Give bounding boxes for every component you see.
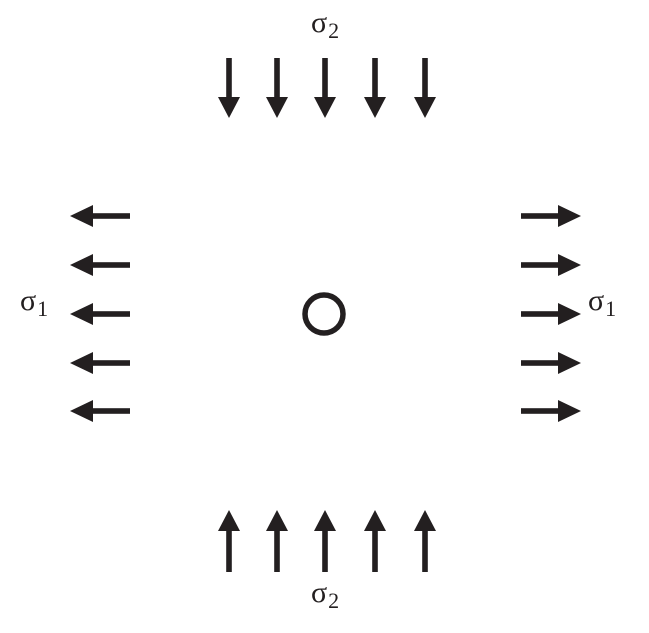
subscript: 2 xyxy=(328,18,340,43)
label-sigma1-right: σ1 xyxy=(588,284,616,320)
arrow-down-top xyxy=(266,58,288,118)
arrow-left xyxy=(70,205,130,227)
label-sigma1-left: σ1 xyxy=(20,284,48,320)
arrow-left xyxy=(70,254,130,276)
arrow-down-top xyxy=(218,58,240,118)
arrow-left xyxy=(70,303,130,325)
subscript: 1 xyxy=(605,296,617,321)
sigma-symbol: σ xyxy=(311,576,328,609)
arrow-right xyxy=(521,400,581,422)
hole-circle xyxy=(302,292,346,336)
arrow-right xyxy=(521,303,581,325)
sigma-symbol: σ xyxy=(588,284,605,317)
arrow-left xyxy=(70,352,130,374)
label-sigma2-top: σ2 xyxy=(311,6,339,42)
arrow-left xyxy=(70,400,130,422)
sigma-symbol: σ xyxy=(20,284,37,317)
arrow-up-bottom xyxy=(314,510,336,572)
arrow-down-top xyxy=(314,58,336,118)
arrow-right xyxy=(521,205,581,227)
arrow-down-top xyxy=(364,58,386,118)
sigma-symbol: σ xyxy=(311,6,328,39)
arrow-up-bottom xyxy=(364,510,386,572)
label-sigma2-bottom: σ2 xyxy=(311,576,339,612)
arrow-right xyxy=(521,254,581,276)
subscript: 1 xyxy=(37,296,49,321)
arrow-down-top xyxy=(414,58,436,118)
arrow-up-bottom xyxy=(414,510,436,572)
subscript: 2 xyxy=(328,588,340,613)
arrow-up-bottom xyxy=(218,510,240,572)
arrow-right xyxy=(521,352,581,374)
arrow-up-bottom xyxy=(266,510,288,572)
